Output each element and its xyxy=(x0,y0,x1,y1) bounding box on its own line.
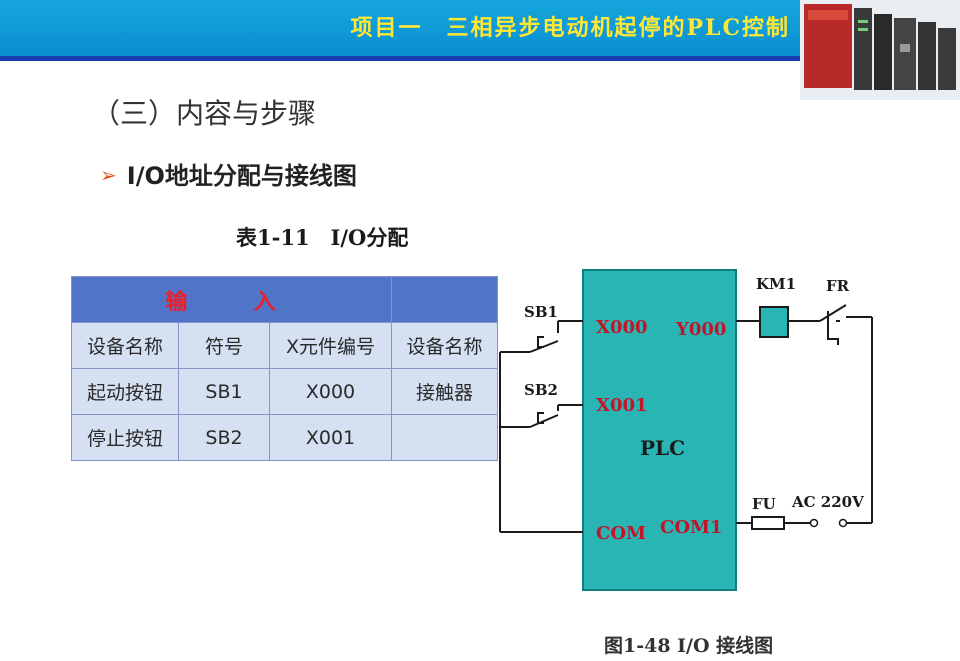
table-column-row: 设备名称 符号 X元件编号 设备名称 xyxy=(71,322,498,369)
arrow-bullet-icon: ➢ xyxy=(100,163,117,187)
fu-label: FU xyxy=(752,495,776,513)
table-row: 起动按钮 SB1 X000 接触器 xyxy=(71,368,498,415)
ac-terminal xyxy=(809,518,819,528)
bullet-io-assignment: ➢ I/O地址分配与接线图 xyxy=(100,156,357,191)
ac-220v-label: AC 220V xyxy=(791,493,864,511)
fr-label: FR xyxy=(826,277,850,295)
header-title: 项目一 三相异步电动机起停的PLC控制 xyxy=(350,15,790,41)
column-header: X元件编号 xyxy=(269,322,392,369)
header-banner xyxy=(0,0,800,56)
input-com-label: COM xyxy=(596,523,646,544)
column-header: 符号 xyxy=(178,322,270,369)
table-cell: SB1 xyxy=(178,368,270,415)
table-cell: SB2 xyxy=(178,414,270,461)
fuse-symbol xyxy=(751,516,785,530)
table-header-blank xyxy=(391,276,498,323)
table-caption: 表1-11 I/O分配 xyxy=(236,225,409,250)
plc-label: PLC xyxy=(640,436,685,460)
table-cell: X001 xyxy=(269,414,392,461)
sb2-label: SB2 xyxy=(524,381,558,399)
io-assignment-table: 输 入 设备名称 符号 X元件编号 设备名称 起动按钮 SB1 X000 接触器… xyxy=(71,276,498,461)
table-cell: 停止按钮 xyxy=(71,414,179,461)
table-cell: 起动按钮 xyxy=(71,368,179,415)
plc-box xyxy=(582,269,737,591)
figure-caption: 图1-48 I/O 接线图 xyxy=(604,635,774,657)
table-row: 停止按钮 SB2 X001 xyxy=(71,414,498,461)
ac-terminal xyxy=(838,518,848,528)
bullet-text: I/O地址分配与接线图 xyxy=(126,162,357,190)
output-y000-label: Y000 xyxy=(675,319,726,340)
header-rule xyxy=(0,56,800,61)
input-x000-label: X000 xyxy=(596,317,648,338)
output-wiring xyxy=(736,304,873,524)
plc-device-image xyxy=(800,0,960,100)
input-x001-label: X001 xyxy=(596,395,648,416)
table-cell: 接触器 xyxy=(391,368,498,415)
km1-coil xyxy=(759,306,789,338)
output-com1-label: COM1 xyxy=(660,517,722,538)
table-header-input: 输 入 xyxy=(71,276,392,323)
column-header: 设备名称 xyxy=(71,322,179,369)
table-cell xyxy=(391,414,498,461)
io-wiring-diagram: PLC X000 X001 COM Y000 COM1 SB1 SB2 KM1 xyxy=(499,269,873,591)
sb1-label: SB1 xyxy=(524,303,558,321)
table-cell: X000 xyxy=(269,368,392,415)
column-header: 设备名称 xyxy=(391,322,498,369)
table-header-row: 输 入 xyxy=(71,276,498,323)
km1-label: KM1 xyxy=(756,275,796,293)
section-title: （三）内容与步骤 xyxy=(92,97,317,130)
input-wiring xyxy=(499,320,583,533)
